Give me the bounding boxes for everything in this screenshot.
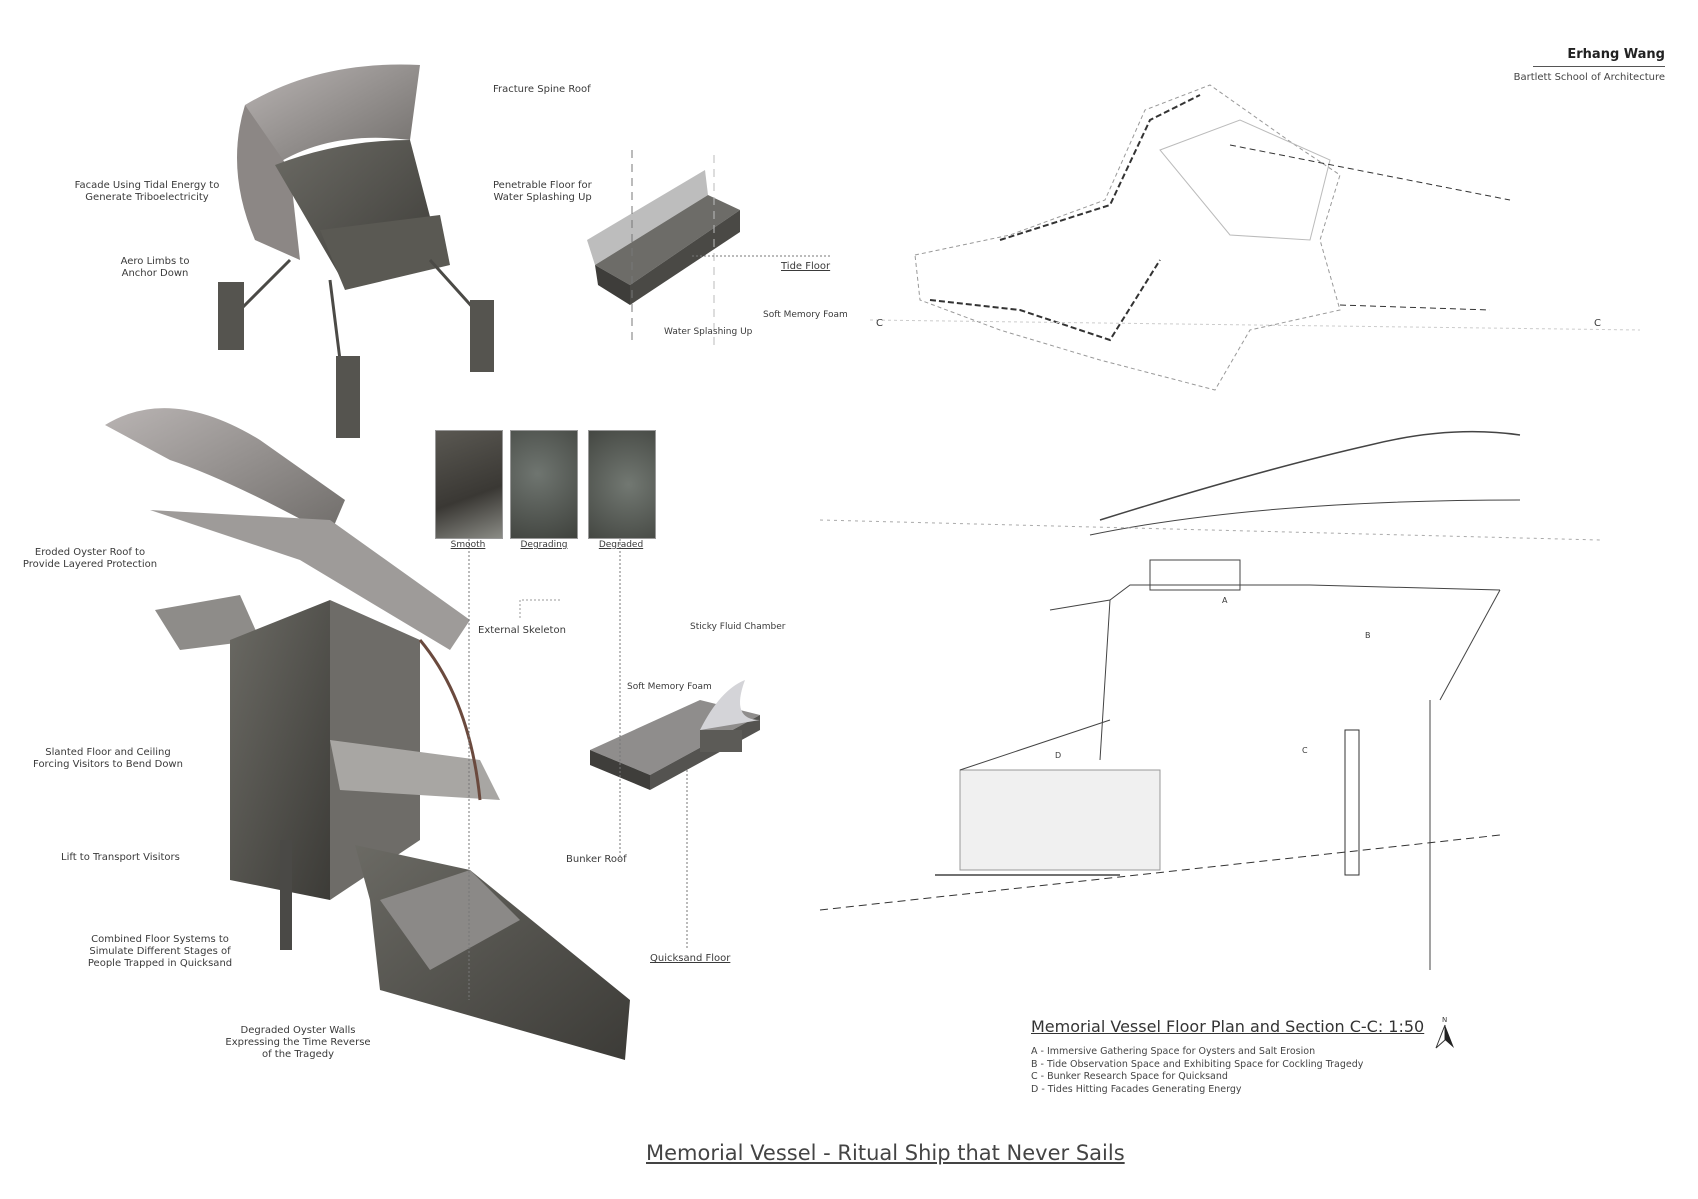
texture-swatch-smooth — [435, 430, 503, 539]
label-soft-memory-foam-2: Soft Memory Foam — [627, 682, 712, 692]
tide-floor-illustration — [587, 150, 830, 345]
label-line: Simulate Different Stages of — [89, 946, 231, 957]
author-name: Erhang Wang — [1567, 47, 1665, 62]
section-marker-left: C — [876, 318, 883, 329]
texture-label: Degrading — [520, 540, 568, 550]
section-marker-right: C — [1594, 318, 1601, 329]
label-lift: Lift to Transport Visitors — [61, 852, 180, 863]
label-fracture-spine-roof: Fracture Spine Roof — [493, 84, 591, 95]
plan-legend: A - Immersive Gathering Space for Oyster… — [1031, 1046, 1363, 1096]
label-combined-floor-systems: Combined Floor Systems to Simulate Diffe… — [88, 934, 232, 970]
texture-swatch-degrading — [510, 430, 578, 539]
sheet-title: Memorial Vessel - Ritual Ship that Never… — [646, 1141, 1125, 1165]
label-line: Penetrable Floor for — [493, 180, 592, 191]
label-line: Generate Triboelectricity — [85, 192, 209, 203]
label-line: Provide Layered Protection — [22, 559, 158, 570]
label-tide-floor: Tide Floor — [781, 261, 831, 272]
label-bunker-roof: Bunker Roof — [566, 854, 627, 865]
quicksand-floor-illustration — [468, 535, 760, 1000]
label-slanted-floor: Slanted Floor and Ceiling Forcing Visito… — [33, 747, 183, 771]
label-line: Expressing the Time Reverse — [225, 1037, 371, 1048]
label-facade-tidal-energy: Facade Using Tidal Energy to Generate Tr… — [75, 180, 220, 204]
space-marker-d: D — [1055, 751, 1062, 760]
label-sticky-fluid-chamber: Sticky Fluid Chamber — [690, 622, 786, 632]
label-line: Combined Floor Systems to — [91, 934, 229, 945]
texture-swatch-degraded — [588, 430, 656, 539]
space-marker-a: A — [1222, 596, 1228, 605]
tidal-pod-illustration — [218, 64, 494, 438]
label-line: Water Splashing Up — [493, 192, 592, 203]
space-marker-b: B — [1365, 631, 1371, 640]
label-line: Aero Limbs to — [120, 256, 190, 267]
label-aero-limbs: Aero Limbs to Anchor Down — [121, 256, 190, 280]
north-arrow-icon — [1435, 1024, 1454, 1049]
label-line: Slanted Floor and Ceiling — [45, 747, 171, 758]
label-soft-memory-foam: Soft Memory Foam — [763, 310, 848, 320]
oyster-tower-illustration — [105, 408, 630, 1060]
legend-item: B - Tide Observation Space and Exhibitin… — [1031, 1058, 1364, 1070]
label-eroded-oyster-roof: Eroded Oyster Roof to Provide Layered Pr… — [23, 547, 157, 571]
label-line: Degraded Oyster Walls — [240, 1025, 356, 1036]
legend-item: D - Tides Hitting Facades Generating Ene… — [1031, 1083, 1242, 1095]
label-line: of the Tragedy — [261, 1049, 335, 1060]
label-line: People Trapped in Quicksand — [87, 958, 233, 969]
label-external-skeleton: External Skeleton — [478, 625, 566, 636]
school-name: Bartlett School of Architecture — [1513, 72, 1665, 83]
label-degraded-oyster-walls: Degraded Oyster Walls Expressing the Tim… — [225, 1025, 370, 1061]
label-penetrable-floor: Penetrable Floor for Water Splashing Up — [493, 180, 592, 204]
legend-item: A - Immersive Gathering Space for Oyster… — [1031, 1046, 1316, 1057]
label-quicksand-floor: Quicksand Floor — [650, 953, 731, 964]
space-marker-c: C — [1302, 746, 1308, 755]
label-water-splashing-up: Water Splashing Up — [664, 327, 753, 337]
label-line: Facade Using Tidal Energy to — [74, 180, 220, 191]
section-drawing — [819, 430, 1601, 970]
label-line: Eroded Oyster Roof to — [34, 547, 146, 558]
plan-caption: Memorial Vessel Floor Plan and Section C… — [1031, 1017, 1425, 1036]
label-line: Forcing Visitors to Bend Down — [33, 759, 183, 770]
legend-item: C - Bunker Research Space for Quicksand — [1031, 1071, 1228, 1082]
north-label: N — [1442, 1016, 1448, 1024]
label-line: Anchor Down — [121, 268, 189, 279]
texture-label: Smooth — [450, 540, 486, 550]
floor-plan-drawing — [869, 84, 1641, 391]
author-divider — [1533, 66, 1665, 67]
texture-label: Degraded — [598, 540, 644, 550]
